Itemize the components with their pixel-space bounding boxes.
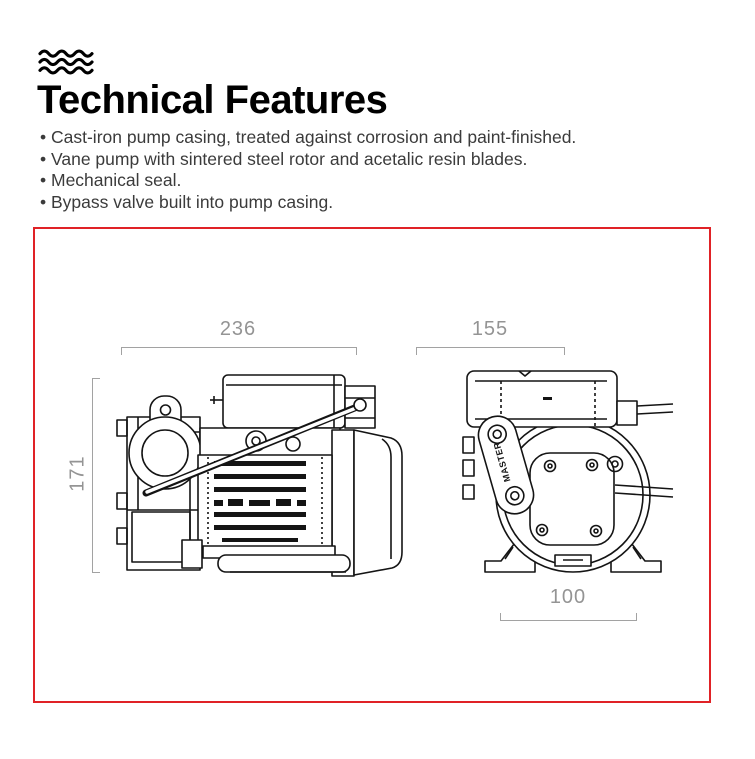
technical-drawing-frame xyxy=(33,227,711,703)
feature-list: Cast-iron pump casing, treated against c… xyxy=(40,127,576,214)
dimension-height-label: 171 xyxy=(66,455,89,492)
dimension-front-width-label: 155 xyxy=(471,318,509,340)
waves-icon xyxy=(38,49,94,75)
dimension-base-width-label: 100 xyxy=(549,586,587,608)
dimension-side-width-extent xyxy=(121,347,357,355)
base-plate xyxy=(217,554,351,573)
pump-front-view-drawing: MASTER xyxy=(462,370,674,573)
cooling-fins xyxy=(214,461,306,542)
dimension-base-width-extent xyxy=(500,613,637,621)
carry-handle xyxy=(142,398,367,497)
page-title: Technical Features xyxy=(37,78,388,122)
fan-cover xyxy=(353,429,403,576)
feature-item: Vane pump with sintered steel rotor and … xyxy=(40,149,576,171)
pump-side-view-drawing xyxy=(116,374,403,577)
feature-item: Mechanical seal. xyxy=(40,170,576,192)
feature-item: Bypass valve built into pump casing. xyxy=(40,192,576,214)
dimension-front-width-extent xyxy=(416,347,565,355)
nameplate: MASTER xyxy=(477,415,535,515)
cable-gland xyxy=(616,400,638,426)
dimension-side-width-label: 236 xyxy=(219,318,257,340)
terminal-box-front xyxy=(466,370,618,428)
feature-item: Cast-iron pump casing, treated against c… xyxy=(40,127,576,149)
dimension-height-extent xyxy=(92,378,100,573)
